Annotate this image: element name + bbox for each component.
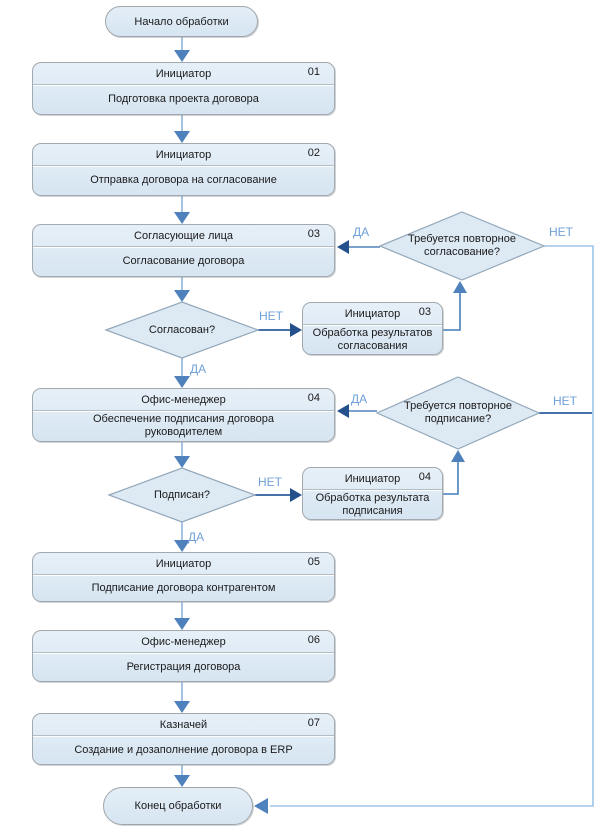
- process-box-02-header: Инициатор 02: [33, 144, 334, 166]
- process-box-01: Инициатор 01 Подготовка проекта договора: [32, 62, 335, 115]
- process-box-06-header: Офис-менеджер 06: [33, 631, 334, 653]
- role-label: Офис-менеджер: [141, 635, 226, 648]
- process-box-06: Офис-менеджер 06 Регистрация договора: [32, 630, 335, 682]
- arrowhead-into-03: [174, 212, 190, 224]
- role-label: Согласующие лица: [134, 229, 233, 242]
- process-box-05: Инициатор 05 Подписание договора контраг…: [32, 552, 335, 602]
- diamond-agreed: [104, 301, 260, 359]
- role-label: Инициатор: [344, 472, 401, 485]
- process-box-03: Согласующие лица 03 Согласование договор…: [32, 224, 335, 277]
- edge-label-repeat-signing-yes: ДА: [351, 392, 368, 406]
- end-node: Конец обработки: [103, 787, 253, 825]
- arrowhead-into-05: [174, 540, 190, 552]
- task-label: Отправка договора на согласование: [90, 174, 277, 186]
- task-label: Подписание договора контрагентом: [91, 581, 276, 594]
- task-label: Создание и дозаполнение договора в ERP: [74, 743, 293, 756]
- task-label: Обработка результатов согласования: [312, 326, 433, 352]
- process-box-04: Офис-менеджер 04 Обеспечение подписания …: [32, 388, 335, 442]
- arrowhead-into-02: [174, 131, 190, 143]
- role-label: Инициатор: [155, 67, 212, 80]
- decision-agreed-label: Согласован?: [148, 323, 216, 336]
- task-label: Обеспечение подписания договора руководи…: [92, 413, 274, 438]
- handler-box-03-header: Инициатор 03: [303, 303, 442, 325]
- step-number: 03: [307, 228, 320, 240]
- arrowhead-into-01: [174, 50, 190, 62]
- end-label: Конец обработки: [134, 800, 222, 812]
- start-node: Начало обработки: [105, 6, 258, 37]
- edge-label-repeat-approval-no: НЕТ: [549, 225, 573, 239]
- decision-repeat-signing: Требуется повторное подписание?: [377, 377, 539, 449]
- edge-label-agreed-no: НЕТ: [259, 309, 283, 323]
- arrowhead-into-repeat-signing: [451, 450, 465, 462]
- step-number: 07: [307, 717, 320, 729]
- decision-agreed: Согласован?: [106, 302, 258, 358]
- step-number: 06: [307, 634, 320, 646]
- process-box-07: Казначей 07 Создание и дозаполнение дого…: [32, 713, 335, 765]
- arrowhead-into-s03: [290, 323, 302, 337]
- edge-label-agreed-yes: ДА: [190, 362, 207, 376]
- diamond-repeat-signing: [375, 376, 541, 450]
- arrowhead-into-repeat-approval: [453, 281, 467, 293]
- arrowhead-into-s04: [290, 488, 302, 502]
- role-label: Офис-менеджер: [141, 393, 226, 406]
- edge-no-route-to-end: [270, 245, 594, 807]
- task-label: Подготовка проекта договора: [108, 93, 259, 105]
- process-box-03-header: Согласующие лица 03: [33, 225, 334, 247]
- decision-signed: Подписан?: [109, 468, 255, 522]
- process-box-01-header: Инициатор 01: [33, 63, 334, 85]
- handler-box-04: Инициатор 04 Обработка результата подпис…: [302, 467, 443, 520]
- arrowhead-into-end-top: [174, 775, 190, 787]
- edge-label-signed-no: НЕТ: [258, 475, 282, 489]
- diamond-repeat-approval: [378, 211, 546, 281]
- edge-s03-to-repeat-approval: [443, 293, 461, 331]
- decision-repeat-approval: Требуется повторное согласование?: [380, 212, 544, 280]
- arrowhead-into-03-right: [337, 240, 349, 254]
- arrowhead-into-04-right: [337, 404, 349, 418]
- decision-repeat-approval-label: Требуется повторное согласование?: [408, 233, 516, 258]
- arrowhead-into-07: [174, 701, 190, 713]
- arrowhead-into-06: [174, 618, 190, 630]
- arrowhead-into-signed: [174, 456, 190, 468]
- step-number: 01: [307, 66, 320, 78]
- process-box-05-header: Инициатор 05: [33, 553, 334, 575]
- handler-box-03: Инициатор 03 Обработка результатов согла…: [302, 302, 443, 355]
- task-label: Обработка результата подписания: [315, 491, 430, 517]
- decision-repeat-signing-label: Требуется повторное подписание?: [404, 400, 512, 425]
- role-label: Казначей: [159, 718, 208, 731]
- step-number: 05: [307, 556, 320, 568]
- step-number: 04: [418, 471, 431, 483]
- process-box-02: Инициатор 02 Отправка договора на соглас…: [32, 143, 335, 196]
- arrowhead-into-agreed: [174, 290, 190, 302]
- edge-label-repeat-approval-yes: ДА: [353, 225, 370, 239]
- task-label: Согласование договора: [122, 255, 245, 267]
- task-label: Регистрация договора: [126, 660, 241, 673]
- handler-box-04-header: Инициатор 04: [303, 468, 442, 490]
- process-box-04-header: Офис-менеджер 04: [33, 389, 334, 411]
- arrowhead-into-end: [254, 798, 268, 814]
- edge-label-signed-yes: ДА: [188, 530, 205, 544]
- role-label: Инициатор: [155, 148, 212, 161]
- role-label: Инициатор: [155, 557, 212, 570]
- start-label: Начало обработки: [134, 15, 229, 28]
- process-box-07-header: Казначей 07: [33, 714, 334, 736]
- edge-label-repeat-signing-no: НЕТ: [553, 394, 577, 408]
- edge-s04-to-repeat-signing: [443, 462, 459, 495]
- decision-signed-label: Подписан?: [153, 488, 211, 501]
- step-number: 03: [418, 306, 431, 318]
- diamond-signed: [107, 467, 257, 523]
- role-label: Инициатор: [344, 307, 401, 320]
- step-number: 04: [307, 392, 320, 404]
- arrowhead-into-04: [174, 376, 190, 388]
- step-number: 02: [307, 147, 320, 159]
